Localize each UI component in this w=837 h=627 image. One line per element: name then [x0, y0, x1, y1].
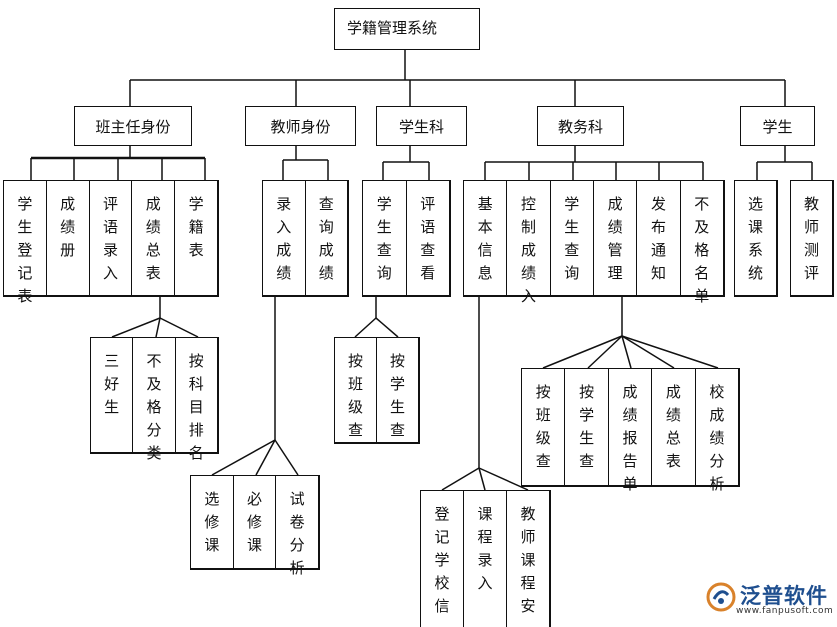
group-score-management-sub: 按班级查 按学生查 成绩报告单 成绩总表 校成绩分析 [521, 368, 740, 493]
group-enter-scores-sub: 选修课 必修课 试卷分析 [190, 475, 320, 577]
item-query-scores: 查询成绩 [304, 181, 348, 295]
item-report-card: 成绩报告单 [607, 369, 651, 493]
item-student-register: 学生登记表 [17, 195, 33, 305]
fanpu-logo-icon [706, 582, 736, 612]
item-student-query: 学生查询 [549, 181, 593, 295]
dept-student-office: 学生科 [376, 106, 467, 146]
group-student-office-items: 学生查询 评语查看 [362, 180, 451, 297]
group-score-summary-sub: 三好生 不及格分类 按科目排名 [90, 337, 219, 462]
item-exam-analysis: 试卷分析 [275, 476, 318, 577]
logo-url: www.fanpusoft.com [736, 606, 834, 616]
item-merit-students: 三好生 [104, 352, 120, 416]
dept-head-teacher: 班主任身份 [74, 106, 192, 146]
item-by-class: 按班级查 [347, 352, 363, 439]
item-fail-list: 不及格名单 [679, 181, 723, 305]
dept-label: 教师身份 [270, 117, 331, 136]
group-basic-info-sub: 登记学校信 课程录入 教师课程安 [420, 490, 551, 627]
item-teacher-course-schedule: 教师课程安 [506, 491, 549, 627]
item-by-student: 按学生查 [564, 369, 607, 485]
item-comment-entry: 评语录入 [88, 181, 132, 295]
dept-label: 班主任身份 [95, 117, 171, 136]
item-score-control: 控制成绩入 [506, 181, 549, 305]
item-enrollment-table: 学籍表 [174, 181, 217, 295]
dept-academic-affairs: 教务科 [537, 106, 624, 146]
root-title: 学籍管理系统 [347, 19, 438, 37]
logo-brand: 泛普软件 [740, 584, 828, 608]
item-course-entry: 课程录入 [463, 491, 506, 627]
item-by-student: 按学生查 [376, 338, 418, 442]
item-subject-ranking: 按科目排名 [174, 338, 217, 462]
dept-student: 学生 [740, 106, 815, 146]
item-publish-notice: 发布通知 [636, 181, 679, 295]
dept-teacher: 教师身份 [245, 106, 356, 146]
dept-label: 学生科 [398, 117, 444, 136]
item-course-selection: 选课系统 [734, 180, 778, 297]
group-student-query-sub: 按班级查 按学生查 [334, 337, 420, 444]
item-fail-category: 不及格分类 [132, 338, 174, 462]
item-elective-course: 选修课 [204, 490, 220, 554]
root-node: 学籍管理系统 [334, 8, 480, 50]
item-score-management: 成绩管理 [592, 181, 636, 295]
dept-label: 学生 [762, 117, 793, 136]
item-school-info-register: 登记学校信 [434, 505, 450, 615]
item-student-query: 学生查询 [376, 195, 392, 282]
item-basic-info: 基本信息 [477, 195, 493, 282]
item-score-summary: 成绩总表 [131, 181, 174, 295]
group-head-teacher-items: 学生登记表 成绩册 评语录入 成绩总表 学籍表 [3, 180, 219, 305]
item-comment-view: 评语查看 [405, 181, 450, 295]
item-school-score-analysis: 校成绩分析 [694, 369, 738, 493]
dept-label: 教务科 [557, 117, 603, 136]
item-enter-scores: 录入成绩 [276, 195, 292, 282]
item-teacher-evaluation: 教师测评 [790, 180, 834, 297]
item-by-class: 按班级查 [535, 383, 551, 470]
item-score-summary: 成绩总表 [651, 369, 694, 485]
group-teacher-items: 录入成绩 查询成绩 [262, 180, 349, 297]
item-score-book: 成绩册 [45, 181, 89, 295]
group-academic-affairs-items: 基本信息 控制成绩入 学生查询 成绩管理 发布通知 不及格名单 [463, 180, 725, 305]
item-required-course: 必修课 [232, 476, 276, 568]
fanpu-logo: 泛普软件 www.fanpusoft.com [706, 578, 834, 622]
